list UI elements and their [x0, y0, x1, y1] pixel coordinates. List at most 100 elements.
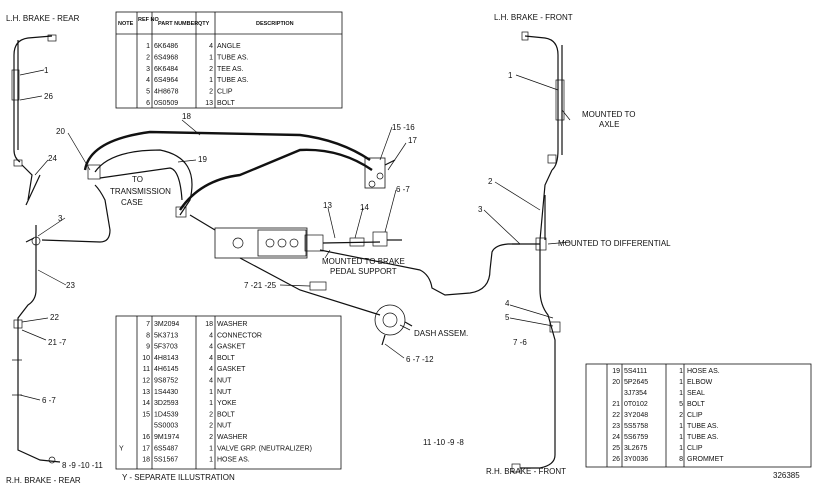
- cell-part: 5S4111: [624, 368, 647, 375]
- callout: 6 -7: [42, 396, 56, 405]
- mounted-differential-label: MOUNTED TO DIFFERENTIAL: [558, 239, 671, 248]
- lh-front-label: L.H. BRAKE - FRONT: [494, 13, 573, 22]
- cell-qty: 1: [679, 423, 683, 430]
- cell-part: 3M2094: [154, 321, 179, 328]
- cell-part: 6S5487: [154, 445, 178, 452]
- separate-illustration-note: Y - SEPARATE ILLUSTRATION: [122, 473, 235, 482]
- cell-desc: HOSE AS.: [687, 368, 720, 375]
- cell-qty: 4: [209, 378, 213, 385]
- callout: 3: [478, 205, 483, 214]
- callout: 18: [182, 112, 191, 121]
- cell-qty: 1: [679, 390, 683, 397]
- cell-ref: 1: [146, 43, 150, 50]
- cell-qty: 4: [209, 366, 213, 373]
- cell-ref: 19: [612, 368, 620, 375]
- header-note: NOTE: [118, 21, 134, 27]
- cell-ref: 23: [612, 423, 620, 430]
- cell-ref: 8: [146, 332, 150, 339]
- cell-part: 1D4539: [154, 411, 179, 418]
- cell-qty: 4: [209, 355, 213, 362]
- callout: 11 -10 -9 -8: [423, 438, 464, 447]
- cell-ref: 2: [146, 54, 150, 61]
- cell-part: 3Y0036: [624, 456, 648, 463]
- cell-qty: 1: [209, 54, 213, 61]
- cell-desc: NUT: [217, 423, 232, 430]
- callout: 6 -7: [396, 185, 410, 194]
- callout: 20: [56, 127, 65, 136]
- cell-qty: 4: [209, 43, 213, 50]
- cell-qty: 18: [205, 321, 213, 328]
- cell-ref: 6: [146, 100, 150, 107]
- cell-part: 3L2675: [624, 445, 647, 452]
- callout: 24: [48, 154, 57, 163]
- cell-ref: 12: [142, 378, 150, 385]
- callout: 7 -6: [513, 338, 527, 347]
- callout: 5: [505, 313, 510, 322]
- cell-ref: 7: [146, 321, 150, 328]
- cell-part: 5P2645: [624, 379, 648, 386]
- cell-desc: ANGLE: [217, 43, 241, 50]
- cell-part: 3J7354: [624, 390, 647, 397]
- cell-desc: VALVE GRP. (NEUTRALIZER): [217, 445, 312, 452]
- callout: 21 -7: [48, 338, 67, 347]
- callout: 7 -21 -25: [244, 281, 277, 290]
- callout: 23: [66, 281, 75, 290]
- cell-desc: NUT: [217, 389, 232, 396]
- cell-ref: 22: [612, 412, 620, 419]
- cell-qty: 2: [209, 89, 213, 96]
- cell-desc: BOLT: [217, 411, 235, 418]
- cell-ref: 3: [146, 66, 150, 73]
- cell-qty: 2: [209, 66, 213, 73]
- cell-ref: 25: [612, 445, 620, 452]
- callout: 4: [505, 299, 510, 308]
- center-hoses: [83, 130, 373, 231]
- cell-ref: 17: [142, 445, 150, 452]
- cell-ref: 10: [142, 355, 150, 362]
- callout: 15 -16: [392, 123, 415, 132]
- cell-qty: 13: [205, 100, 213, 107]
- table-row: 3J7354 1 SEAL: [624, 390, 705, 397]
- header-ref: REF NO: [138, 17, 160, 23]
- cell-part: 9M1974: [154, 434, 179, 441]
- cell-desc: WASHER: [217, 321, 247, 328]
- cell-part: 4H8678: [154, 89, 179, 96]
- cell-desc: BOLT: [687, 401, 705, 408]
- cell-part: 6S4964: [154, 77, 178, 84]
- callout: 6 -7 -12: [406, 355, 434, 364]
- cell-ref: 16: [142, 434, 150, 441]
- rh-front-label: R.H. BRAKE - FRONT: [486, 467, 566, 476]
- to-transmission-label-1: TO: [132, 175, 143, 184]
- cell-desc: SEAL: [687, 390, 705, 397]
- cell-part: 5S0003: [154, 423, 178, 430]
- leader-lines: [19, 69, 571, 401]
- cell-ref: 14: [142, 400, 150, 407]
- master-cylinder: [214, 227, 402, 316]
- right-brake-lines: [511, 31, 565, 473]
- callout: 19: [198, 155, 207, 164]
- cell-qty: 1: [679, 445, 683, 452]
- cell-part: 6K6486: [154, 43, 178, 50]
- cell-qty: 4: [209, 344, 213, 351]
- cell-desc: BOLT: [217, 100, 235, 107]
- callout: 22: [50, 313, 59, 322]
- parts-table-top: NOTE REF NO PART NUMBER QTY DESCRIPTION …: [115, 11, 343, 109]
- cell-ref: 9: [146, 344, 150, 351]
- callout: 1: [44, 66, 49, 75]
- cell-qty: 4: [209, 332, 213, 339]
- cell-ref: 11: [143, 366, 150, 373]
